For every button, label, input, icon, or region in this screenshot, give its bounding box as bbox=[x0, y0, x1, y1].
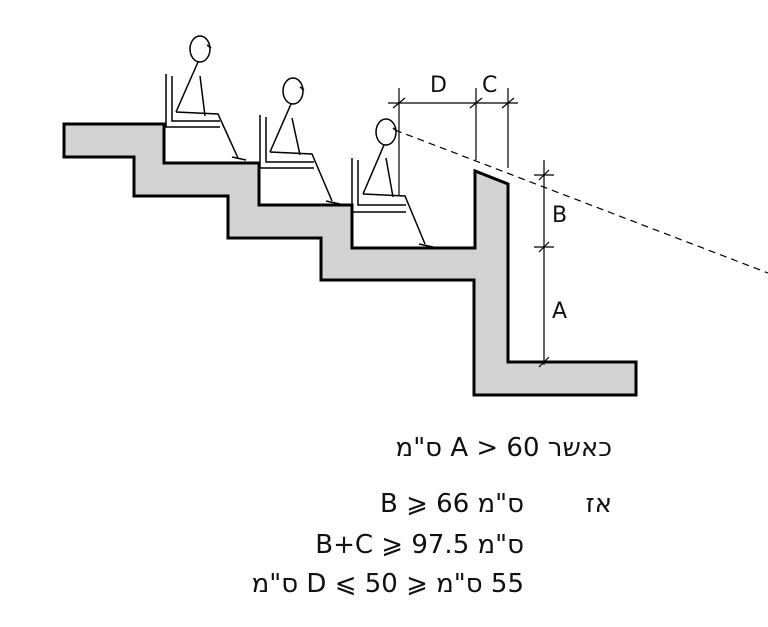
label-b: B bbox=[552, 203, 567, 228]
condition-line-3: B+C ⩾ 97.5 ס"מ bbox=[315, 530, 524, 560]
spectator-1 bbox=[165, 35, 247, 161]
spectator-3 bbox=[351, 118, 434, 248]
dimension-b-a bbox=[534, 160, 554, 368]
condition-line-2: B ⩾ 66 ס"מ bbox=[380, 489, 524, 519]
condition-line-1: כאשר A > 60 ס"מ bbox=[396, 433, 612, 463]
label-a: A bbox=[552, 299, 567, 324]
tribune-concrete-section bbox=[62, 122, 638, 397]
label-d: D bbox=[430, 73, 447, 98]
label-c: C bbox=[482, 73, 497, 98]
condition-then-word: אז bbox=[586, 489, 612, 519]
sight-line bbox=[394, 129, 768, 274]
dimension-d-c bbox=[388, 88, 518, 195]
spectator-2 bbox=[259, 77, 341, 205]
condition-line-4: 55 ס"מ ⩽ D ⩽ 50 ס"מ bbox=[252, 569, 524, 599]
